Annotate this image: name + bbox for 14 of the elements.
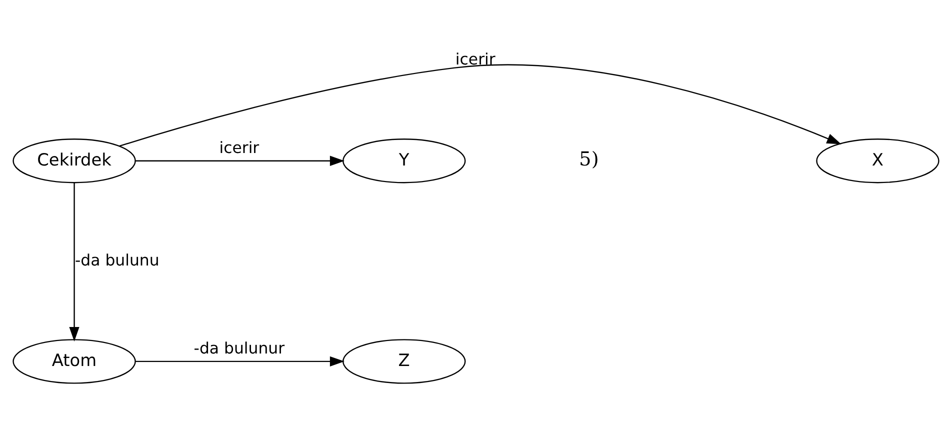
node-ellipse: Atom	[12, 338, 136, 384]
arrow	[136, 356, 344, 366]
edge-label: -da bulunur	[194, 338, 285, 357]
arrow	[136, 155, 344, 166]
node-ellipse: Cekirdek	[12, 138, 136, 183]
node-ellipse: Y	[342, 138, 466, 183]
arrow	[119, 64, 842, 146]
edge-label: icerir	[455, 49, 496, 68]
edge-label: icerir	[219, 137, 260, 156]
node-ellipse: Z	[342, 338, 466, 384]
arrow	[69, 182, 80, 341]
label: 5)	[579, 146, 599, 170]
node-ellipse: X	[816, 138, 940, 183]
edge-label: -da bulunu	[75, 250, 160, 269]
